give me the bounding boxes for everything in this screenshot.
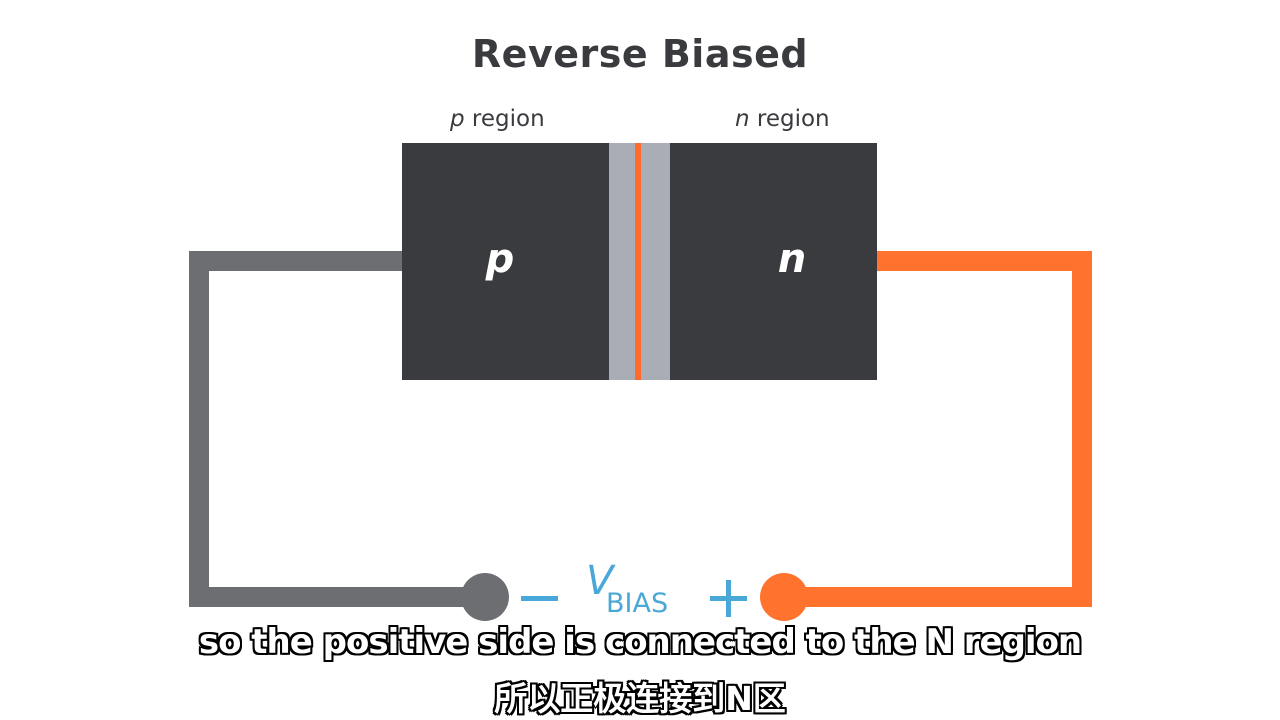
n-region-label: n region xyxy=(735,106,830,132)
minus-sign xyxy=(521,596,558,601)
depletion-region-left xyxy=(609,143,635,380)
n-block-letter: n xyxy=(778,236,806,282)
plus-sign-vertical xyxy=(726,580,731,617)
p-region-symbol: p xyxy=(450,106,465,132)
p-region-text: region xyxy=(464,106,545,132)
negative-terminal xyxy=(461,573,509,621)
subtitle-english: so the positive side is connected to the… xyxy=(198,622,1082,662)
n-region-symbol: n xyxy=(735,106,750,132)
depletion-region-right xyxy=(641,143,670,380)
n-region-text: region xyxy=(749,106,830,132)
positive-wire xyxy=(784,251,1092,607)
n-block xyxy=(670,143,877,380)
p-block xyxy=(402,143,609,380)
subtitle-chinese: 所以正极连接到N区 xyxy=(494,679,786,718)
positive-terminal xyxy=(760,573,808,621)
vbias-symbol: V xyxy=(586,558,616,604)
junction-line xyxy=(635,143,641,380)
p-region-label: p region xyxy=(450,106,545,132)
diagram-title: Reverse Biased xyxy=(471,32,809,76)
p-block-letter: p xyxy=(485,236,515,282)
vbias-subscript: BIAS xyxy=(606,588,668,619)
negative-wire xyxy=(189,251,485,607)
